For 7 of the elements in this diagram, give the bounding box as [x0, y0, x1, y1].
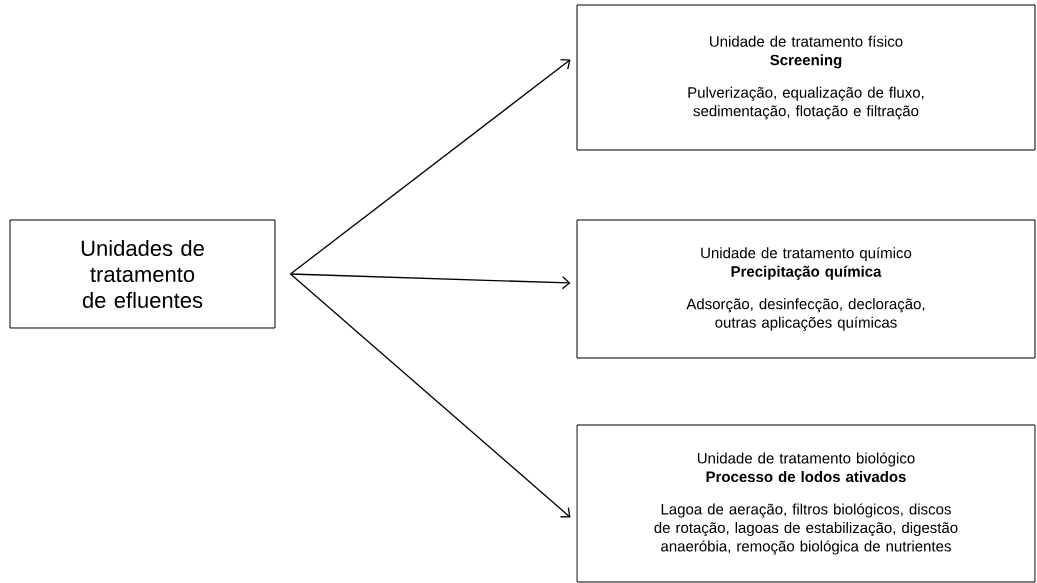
arrow	[289, 58, 571, 275]
treatment-box: Unidade de tratamento químico Precipitação química Adsorção, desinfecção, decloração, outras aplicações químicas	[576, 219, 1036, 359]
treatment-box: Unidade de tratamento físico Screening Pulverização, equalização de fluxo, sedimentação, flotação e filtração	[576, 4, 1036, 151]
arrow	[289, 273, 571, 518]
treatment-box: Unidade de tratamento biológico Processo de lodos ativados Lagoa de aeração, filtros biológicos, discos de rotação, lagoas de estabilização, digestão anaeróbia, remoção biológica de nutrientes	[576, 424, 1036, 583]
arrow	[289, 273, 571, 290]
process-box: Unidades de tratamento de efluentes	[9, 219, 276, 329]
